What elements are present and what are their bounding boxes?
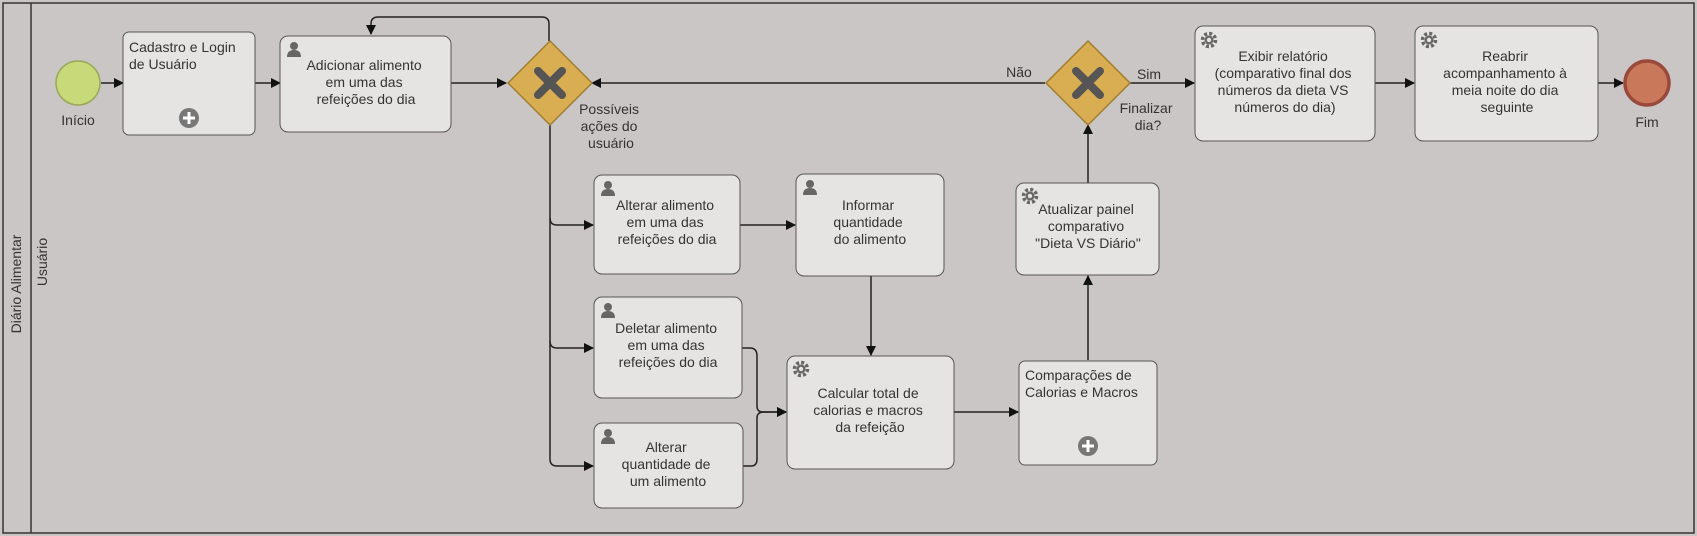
plus-circle-icon[interactable] — [1078, 436, 1098, 456]
exclusive-x-icon — [534, 67, 566, 99]
plus-circle-icon[interactable] — [179, 108, 199, 128]
flow-label-no: Não — [1006, 64, 1032, 80]
task-delete-food[interactable]: Deletar alimento em uma das refeições do… — [593, 296, 743, 399]
flow-edit-qty-to-calc[interactable] — [743, 407, 787, 467]
task-update-panel[interactable]: Atualizar painel comparativo "Dieta VS D… — [1015, 182, 1160, 276]
svg-text:Reabrir acompanhamento à: Reabrir acompanhamento à meia noite do d… — [1443, 48, 1571, 115]
flow-gateway-loop-to-add[interactable] — [366, 16, 550, 41]
task-add-food[interactable]: Adicionar alimento em uma das refeições … — [279, 35, 452, 133]
svg-text:Alterar alimento em uma: Alterar alimento em uma das refeições do… — [616, 197, 718, 247]
svg-text:Comparações de Calorias: Comparações de Calorias e Macros — [1025, 367, 1138, 400]
svg-text:Informar quantidade: Informar quantidade do alimento — [833, 197, 906, 247]
end-event-label: Fim — [1635, 114, 1658, 130]
pool-label: Diário Alimentar — [8, 234, 24, 333]
task-calculate-total[interactable]: Calcular total de calorias e macros da r… — [786, 355, 955, 470]
lane-label: Usuário — [34, 238, 50, 286]
start-event[interactable] — [55, 60, 101, 106]
task-register[interactable]: Cadastro e Login de Usuário — [122, 31, 256, 136]
svg-text:Alterar quantidade de: Alterar quantidade de um alimento — [622, 439, 715, 489]
task-edit-quantity[interactable]: Alterar quantidade de um alimento — [593, 422, 744, 509]
gateway-finish-day[interactable] — [1044, 39, 1132, 127]
gateway-user-actions[interactable] — [506, 39, 594, 127]
task-reopen[interactable]: Reabrir acompanhamento à meia noite do d… — [1414, 25, 1599, 142]
svg-text:Cadastro e Login de Usuá: Cadastro e Login de Usuário — [129, 39, 240, 72]
task-inform-quantity[interactable]: Informar quantidade do alimento — [795, 173, 945, 277]
gateway-user-actions-label: Possíveis ações do usuário — [579, 101, 643, 151]
flow-delete-food-to-calc[interactable] — [742, 347, 787, 417]
svg-text:Exibir relatório (compar: Exibir relatório (comparativo final dos … — [1215, 48, 1356, 115]
svg-text:Adicionar alimento em um: Adicionar alimento em uma das refeições … — [306, 57, 425, 107]
svg-text:Calcular total de calori: Calcular total de calorias e macros da r… — [813, 385, 927, 435]
task-compare[interactable]: Comparações de Calorias e Macros — [1018, 360, 1158, 466]
task-show-report[interactable]: Exibir relatório (comparativo final dos … — [1194, 25, 1376, 142]
task-edit-food[interactable]: Alterar alimento em uma das refeições do… — [593, 174, 741, 275]
svg-text:Atualizar painel compara: Atualizar painel comparativo "Dieta VS D… — [1035, 201, 1141, 251]
flow-gateway-to-edit-qty[interactable] — [549, 341, 594, 471]
svg-text:Deletar alimento em uma: Deletar alimento em uma das refeições do… — [615, 320, 721, 370]
gateway-finish-day-label: Finalizar dia? — [1120, 100, 1177, 133]
end-event[interactable] — [1623, 59, 1671, 107]
start-event-label: Início — [61, 112, 95, 128]
exclusive-x-icon — [1072, 67, 1104, 99]
flow-label-yes: Sim — [1137, 66, 1161, 82]
sequence-flows — [101, 16, 1624, 471]
